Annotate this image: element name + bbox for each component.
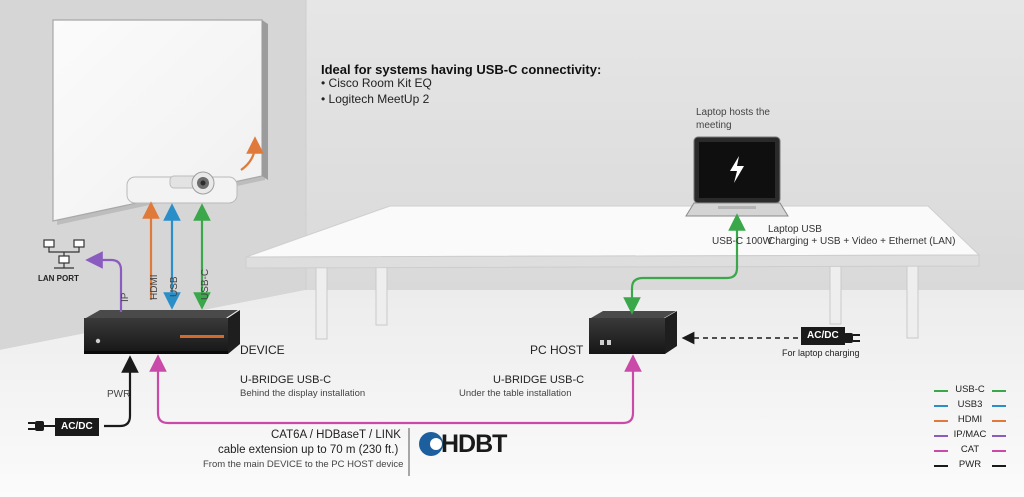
hdmi-label: HDMI: [149, 274, 160, 300]
device-product-name: U-BRIDGE USB-C: [240, 374, 332, 386]
cable-length-label: cable extension up to 70 m (230 ft.): [218, 444, 399, 456]
acdc-adapter-right: AC/DC: [801, 327, 845, 345]
laptop-usb-desc: Charging + USB + Video + Ethernet (LAN): [768, 236, 956, 247]
system-item-cisco: • Cisco Room Kit EQ: [321, 76, 432, 90]
legend-swatch: [934, 420, 948, 422]
legend-swatch: [934, 390, 948, 392]
legend-label: PWR: [958, 459, 982, 470]
device-box: [84, 310, 240, 354]
charging-note: For laptop charging: [782, 348, 860, 358]
legend-swatch: [992, 450, 1006, 452]
pwr-label: PWR: [107, 389, 131, 400]
legend-swatch: [992, 465, 1006, 467]
laptop-usb-label: Laptop USB Charging + USB + Video + Ethe…: [768, 224, 958, 248]
legend-label: USB3: [957, 399, 983, 410]
laptop-note: Laptop hosts the meeting: [696, 107, 770, 131]
floor: [0, 290, 1024, 497]
device-power-line: [104, 355, 139, 428]
pc-host-install-note: Under the table installation: [459, 388, 572, 399]
laptop-usbc-line: [623, 213, 746, 315]
camera-bar: [126, 171, 238, 204]
legend-label: USB-C: [955, 384, 985, 395]
legend-label: HDMI: [957, 414, 983, 425]
system-item-logitech: • Logitech MeetUp 2: [321, 92, 430, 106]
legend-swatch: [934, 465, 948, 467]
legend-swatch: [934, 450, 948, 452]
pc-host-box: [589, 311, 677, 354]
laptop-usb-title: Laptop USB: [768, 224, 822, 235]
acdc-adapter-left: AC/DC: [55, 418, 99, 436]
lan-network-icon: [43, 239, 85, 269]
lan-port-label: LAN PORT: [38, 274, 79, 283]
hdbt-logo-text: HDBT: [441, 430, 507, 458]
usb-label: USB: [169, 276, 180, 297]
ip-label: IP: [120, 292, 131, 302]
ip-line: [85, 251, 123, 312]
legend-item: CAT: [934, 443, 1006, 458]
cat-line: [149, 354, 642, 425]
cable-route-note: From the main DEVICE to the PC HOST devi…: [203, 459, 404, 470]
legend-item: PWR: [934, 458, 1006, 473]
conference-table: [245, 205, 981, 340]
device-install-note: Behind the display installation: [240, 388, 366, 399]
camera-hdmi-line: [240, 136, 264, 171]
device-label: DEVICE: [240, 343, 285, 357]
legend-item: IP/MAC: [934, 428, 1006, 443]
legend-item: USB-C: [934, 383, 1006, 398]
legend-swatch: [992, 435, 1006, 437]
legend-swatch: [992, 420, 1006, 422]
laptop-port-label: USB-C 100W: [712, 236, 773, 247]
legend-item: USB3: [934, 398, 1006, 413]
legend-swatch: [992, 390, 1006, 392]
pc-host-label: PC HOST: [530, 343, 584, 357]
legend-swatch: [934, 405, 948, 407]
laptop: [685, 136, 789, 217]
page-title: Ideal for systems having USB-C connectiv…: [321, 62, 602, 77]
hdbt-logo-icon: [419, 432, 443, 456]
usbc-label: USB-C: [200, 268, 211, 300]
legend-swatch: [934, 435, 948, 437]
legend-label: CAT: [960, 444, 980, 455]
cable-type-label: CAT6A / HDBaseT / LINK: [271, 429, 401, 441]
pc-host-product-name: U-BRIDGE USB-C: [493, 374, 585, 386]
legend-item: HDMI: [934, 413, 1006, 428]
legend-swatch: [992, 405, 1006, 407]
plug-icon-left: [28, 421, 55, 431]
legend-label: IP/MAC: [953, 429, 987, 440]
